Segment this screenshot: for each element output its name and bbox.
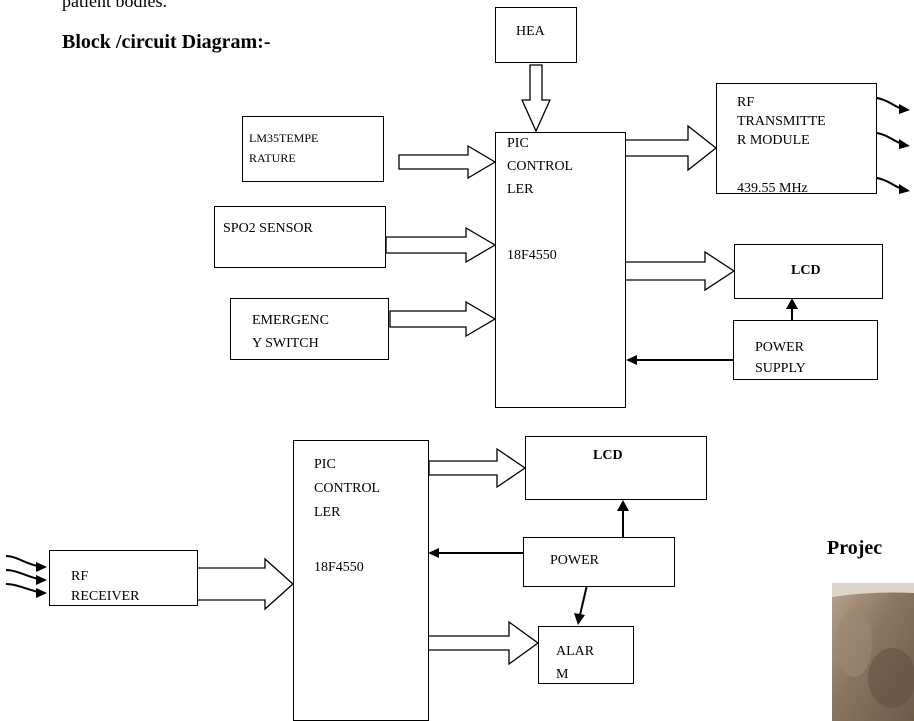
rx-power-box: POWER [523, 537, 675, 587]
hea-box-label: HEA [516, 24, 545, 39]
tx-power-supply-box: POWER SUPPLY [733, 320, 878, 380]
rx-lcd-box: LCD [525, 436, 707, 500]
rx-power-label: POWER [550, 553, 599, 568]
temperature-label-line2: RATURE [249, 151, 296, 165]
alarm-line2: M [556, 667, 569, 682]
tx-controller-line1: PIC [507, 136, 529, 151]
tx-lcd-box: LCD [734, 244, 883, 299]
rf-transmitter-line3: R MODULE [737, 133, 810, 148]
controller-to-lcd-arrow [624, 250, 736, 292]
tx-controller-line2: CONTROL [507, 159, 574, 174]
hea-box: HEA [495, 7, 577, 63]
spo2-label: SPO2 SENSOR [223, 221, 313, 236]
tx-controller-line4: 18F4550 [507, 248, 557, 263]
project-photo-image [832, 583, 914, 721]
rx-controller-line2: CONTROL [314, 481, 381, 496]
alarm-line1: ALAR [556, 644, 595, 659]
rf-transmitter-line2: TRANSMITTE [737, 114, 826, 129]
rf-receiver-line2: RECEIVER [71, 589, 140, 604]
temperature-to-controller-arrow [398, 144, 497, 180]
rx-lcd-label: LCD [593, 448, 623, 463]
tx-lcd-label: LCD [791, 263, 821, 278]
rx-controller-line4: 18F4550 [314, 560, 364, 575]
controller-to-rf-arrow [624, 124, 718, 172]
rx-controller-to-lcd-arrow [428, 447, 527, 489]
rf-receiver-line1: RF [71, 569, 89, 584]
rx-controller-box: PIC CONTROL LER 18F4550 [293, 440, 429, 721]
spo2-to-controller-arrow [385, 226, 497, 264]
receiver-to-controller-arrow [196, 557, 294, 611]
tx-controller-box: PIC CONTROL LER 18F4550 [495, 132, 626, 408]
section-heading: Block /circuit Diagram:- [62, 31, 271, 53]
project-heading: Projec [827, 537, 883, 559]
rf-transmitter-line4: 439.55 MHz [737, 181, 808, 194]
emergency-label-line1: EMERGENC [252, 313, 329, 328]
emergency-label-line2: Y SWITCH [252, 336, 319, 351]
spo2-sensor-box: SPO2 SENSOR [214, 206, 386, 268]
rf-receiver-box: RF RECEIVER [49, 550, 198, 606]
controller-to-alarm-arrow [427, 620, 540, 666]
intro-text-fragment: patient bodies. [62, 0, 167, 11]
rx-controller-line3: LER [314, 505, 341, 520]
temperature-sensor-box: LM35TEMPE RATURE [242, 116, 384, 182]
alarm-box: ALAR M [538, 626, 634, 684]
tx-power-line2: SUPPLY [755, 361, 806, 376]
emergency-to-controller-arrow [389, 300, 497, 338]
rx-controller-line1: PIC [314, 457, 336, 472]
tx-controller-line3: LER [507, 182, 534, 197]
rf-transmitter-line1: RF [737, 95, 755, 110]
tx-power-line1: POWER [755, 340, 804, 355]
project-photo [832, 583, 914, 721]
hea-to-controller-arrow [520, 64, 552, 133]
temperature-label-line1: LM35TEMPE [249, 131, 319, 145]
rf-transmitter-box: RF TRANSMITTE R MODULE 439.55 MHz [716, 83, 877, 194]
emergency-switch-box: EMERGENC Y SWITCH [230, 298, 389, 360]
